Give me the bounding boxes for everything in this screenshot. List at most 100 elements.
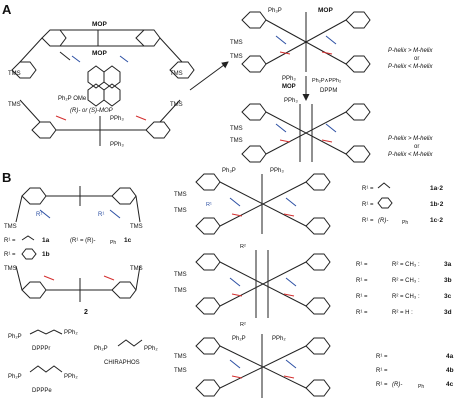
row-3b-eq: R¹ = — [356, 278, 368, 284]
ligand-dpppe — [29, 365, 63, 373]
row-3d-id: 3d — [444, 309, 452, 316]
row-4c-r: (R)- — [392, 382, 402, 388]
dpppe-ph2p: Ph₂P — [8, 374, 22, 380]
row-1c-r: (R)- — [378, 218, 388, 224]
tms-b-2-right: TMS — [130, 266, 143, 272]
or-1: or — [414, 56, 419, 62]
sub-1a-label: R¹ = — [4, 238, 16, 244]
b4-pph2: PPh₂ — [272, 336, 286, 342]
helix-1: P-helix > M-helix — [388, 48, 434, 54]
helix-2: P-helix > M-helix — [388, 136, 434, 142]
helix-1b: P-helix < M-helix — [388, 64, 434, 70]
row-1c-ph: Ph — [402, 220, 408, 226]
chiraphos-pph2: PPh₂ — [144, 346, 158, 352]
tms-a-bl-right: TMS — [170, 102, 183, 108]
a-tr-ph3p: Ph₃P — [268, 8, 282, 14]
row-1b-id: 1b·2 — [430, 201, 444, 208]
row-4c-eq: R¹ = — [376, 382, 388, 388]
row-3c-id: 3c — [444, 293, 452, 300]
row-3b-r2: R² = CH₃ : — [392, 278, 420, 284]
b1-pph3: PPh₃ — [270, 168, 284, 174]
b-compound-2 — [15, 265, 141, 302]
a-tr-mop: MOP — [318, 7, 333, 14]
b-r1-left: R¹ — [36, 212, 42, 218]
tms-a-bl-left: TMS — [8, 102, 21, 108]
row-1b-eq: R¹ = — [362, 202, 374, 208]
arrow-mop: MOP — [282, 84, 296, 90]
b-complex-1-2 — [195, 173, 331, 235]
b-complex-4 — [195, 334, 331, 398]
row-1a-id: 1a·2 — [430, 185, 443, 192]
mop-reagent-formula: Ph₂P OMe — [58, 96, 87, 102]
cyclohexyl-r1 — [377, 197, 393, 209]
tms-a-tl-left: TMS — [8, 71, 21, 77]
ligand-dpppr — [29, 329, 63, 335]
arrow-dppm: DPPM — [320, 88, 337, 94]
chiraphos-name: CHIRAPHOS — [104, 360, 140, 366]
row-3c-eq: R¹ = — [356, 294, 368, 300]
mop-top: MOP — [92, 21, 107, 28]
sub-1a-id: 1a — [42, 237, 50, 244]
b3-r2-bottom: R² — [240, 322, 246, 328]
cyclohexyl-1b — [21, 248, 37, 260]
row-1c-id: 1c·2 — [430, 217, 443, 224]
ligand-chiraphos — [117, 339, 143, 347]
a-bl-pph3-bottom: PPh₃ — [110, 142, 124, 148]
a-bottom-left-structure — [19, 99, 181, 146]
or-2: or — [414, 144, 419, 150]
comp-2-id: 2 — [84, 309, 88, 316]
row-4b-id: 4b — [446, 367, 454, 374]
b4-ph2p: Ph₂P — [232, 336, 246, 342]
tms-b-r4-2: TMS — [174, 368, 187, 374]
arrow-pph3: PPh₃ — [282, 76, 296, 82]
dpppe-name: DPPPe — [32, 388, 52, 394]
row-3a-r2: R² = CH₃ : — [392, 262, 420, 268]
dpppr-ph2p: Ph₂P — [8, 334, 22, 340]
dpppr-name: DPPPr — [32, 346, 50, 352]
a-bl-pph3-top: PPh₃ — [110, 116, 124, 122]
tms-b-1-left: TMS — [4, 224, 17, 230]
row-4b-eq: R¹ = — [376, 368, 388, 374]
tms-a-br-2: TMS — [230, 138, 243, 144]
b-complex-3 — [195, 250, 331, 318]
row-4c-ph: Ph — [418, 384, 424, 390]
b3-r2-top: R² — [240, 244, 246, 250]
tms-b-1-right: TMS — [130, 224, 143, 230]
isopropyl-1a — [21, 235, 35, 241]
sub-1b-id: 1b — [42, 251, 50, 258]
panel-a-label: A — [2, 2, 12, 17]
row-3c-r2: R² = CH₃ : — [392, 294, 420, 300]
tms-a-br-1: TMS — [230, 126, 243, 132]
tms-b-r3-1: TMS — [174, 272, 187, 278]
row-1c-eq: R¹ = — [362, 218, 374, 224]
dpppr-pph2: PPh₂ — [64, 330, 78, 336]
row-4c-id: 4c — [446, 381, 454, 388]
row-3a-eq: R¹ = — [356, 262, 368, 268]
tms-b-2-left: TMS — [4, 266, 17, 272]
row-1a-eq: R¹ = — [362, 186, 374, 192]
row-4a-eq: R¹ = — [376, 354, 388, 360]
tms-a-tl-right: TMS — [170, 71, 183, 77]
mop-reagent — [87, 65, 121, 107]
sub-1b-label: R¹ = — [4, 252, 16, 258]
mop-reagent-name: (R)- or (S)-MOP — [70, 108, 113, 114]
b-compound-1 — [15, 186, 141, 223]
b1-r1: R¹ — [206, 202, 212, 208]
sub-1c-ph: Ph — [110, 240, 116, 246]
row-3d-eq: R¹ = — [356, 310, 368, 316]
b-r1-right: R¹ — [98, 212, 104, 218]
chiraphos-ph2p: Ph₂P — [94, 346, 108, 352]
tms-b-r4-1: TMS — [174, 354, 187, 360]
row-4a-id: 4a — [446, 353, 454, 360]
tms-b-r3-2: TMS — [174, 288, 187, 294]
row-3b-id: 3b — [444, 277, 452, 284]
panel-b-label: B — [2, 170, 11, 185]
tms-a-tr-1: TMS — [230, 40, 243, 46]
arrow-dppm-formula: Ph₂P∧PPh₂ — [312, 78, 341, 84]
row-3a-id: 3a — [444, 261, 452, 268]
sub-1c-id: 1c — [124, 237, 132, 244]
arrow-a1 — [189, 61, 229, 91]
isopropyl-r1 — [377, 182, 391, 189]
row-3d-r2: R² = H : — [392, 310, 413, 316]
